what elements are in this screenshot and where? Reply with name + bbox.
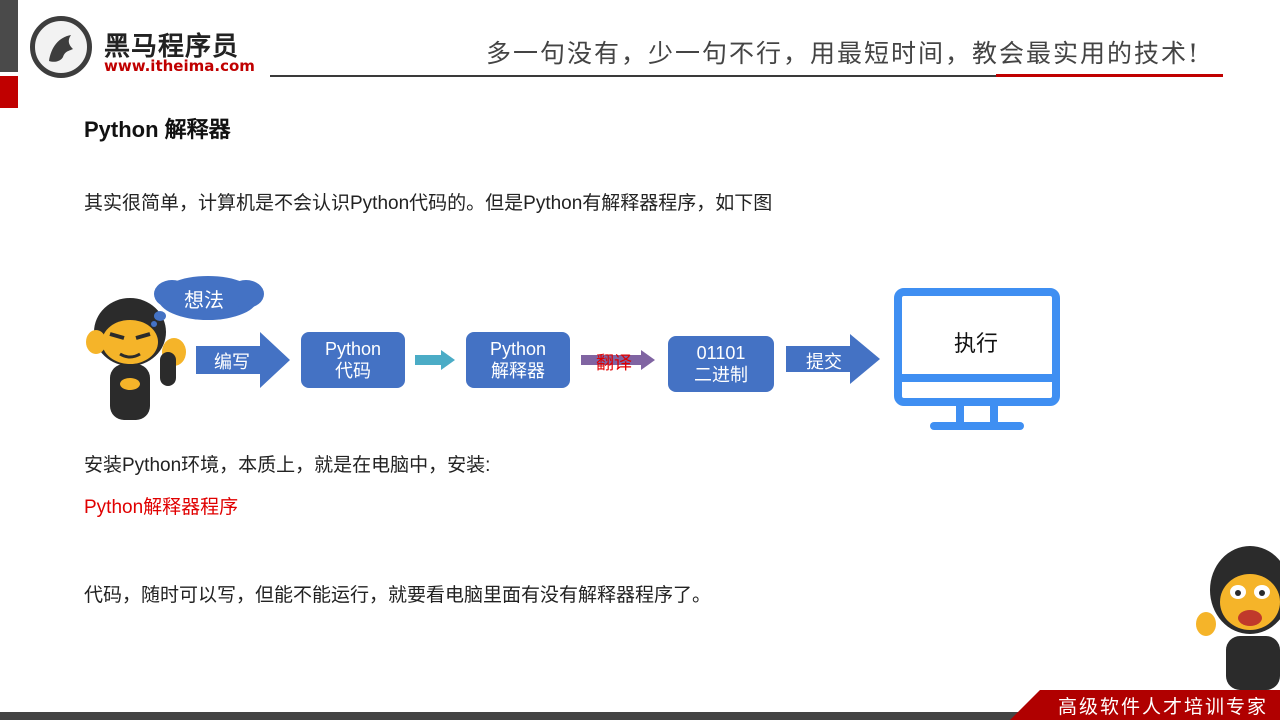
thought-cloud-icon [151,276,264,327]
footer-ribbon [1040,690,1280,720]
slide-title: Python 解释器 [84,117,231,142]
submit-arrow-icon [786,334,880,384]
translate-label: 翻译 [596,353,632,373]
translate-arrow-icon [581,350,655,370]
footer-bar [0,712,1280,720]
python-code-line1: Python [324,339,382,359]
python-code-box: Python 代码 [301,332,405,388]
intro-text: 其实很简单，计算机是不会认识Python代码的。但是Python有解释器程序，如… [84,193,773,214]
binary-box: 01101 二进制 [668,336,774,392]
write-label: 编写 [214,352,250,372]
interpreter-flow-diagram: 想法 编写 Python 代码 Python 解释器 翻译 01101 二进制 … [84,270,1084,440]
execute-label: 执行 [954,331,999,356]
brand-name: 黑马程序员 [104,32,240,62]
corner-monkey-mascot-icon [1196,546,1280,690]
header-divider-accent [996,74,1223,77]
python-interpreter-line1: Python [489,339,547,359]
monkey-mascot-icon [86,298,186,420]
horse-head-icon [49,35,73,62]
binary-line1: 01101 [696,343,746,363]
install-text: 安装Python环境，本质上，就是在电脑中，安装: [84,455,491,476]
binary-line2: 二进制 [694,365,748,385]
interpreter-highlight: Python解释器程序 [84,497,239,518]
teal-arrow-icon [415,350,455,370]
footer-tagline: 高级软件人才培训专家 [1058,696,1269,718]
submit-label: 提交 [806,352,842,372]
write-arrow-icon [196,332,290,388]
header-divider [270,75,996,77]
thought-label: 想法 [184,290,224,312]
logo-icon [30,16,92,78]
header-side-accent [0,76,18,108]
python-code-line2: 代码 [335,361,371,381]
brand-url: www.itheima.com [104,57,255,75]
conclusion-text: 代码，随时可以写，但能不能运行，就要看电脑里面有没有解释器程序了。 [84,585,712,606]
header-slogan: 多一句没有，少一句不行，用最短时间，教会最实用的技术! [486,39,1201,68]
python-interpreter-box: Python 解释器 [466,332,570,388]
python-interpreter-line2: 解释器 [491,361,545,381]
header-side-bar [0,0,18,72]
monitor-icon [894,288,1060,430]
